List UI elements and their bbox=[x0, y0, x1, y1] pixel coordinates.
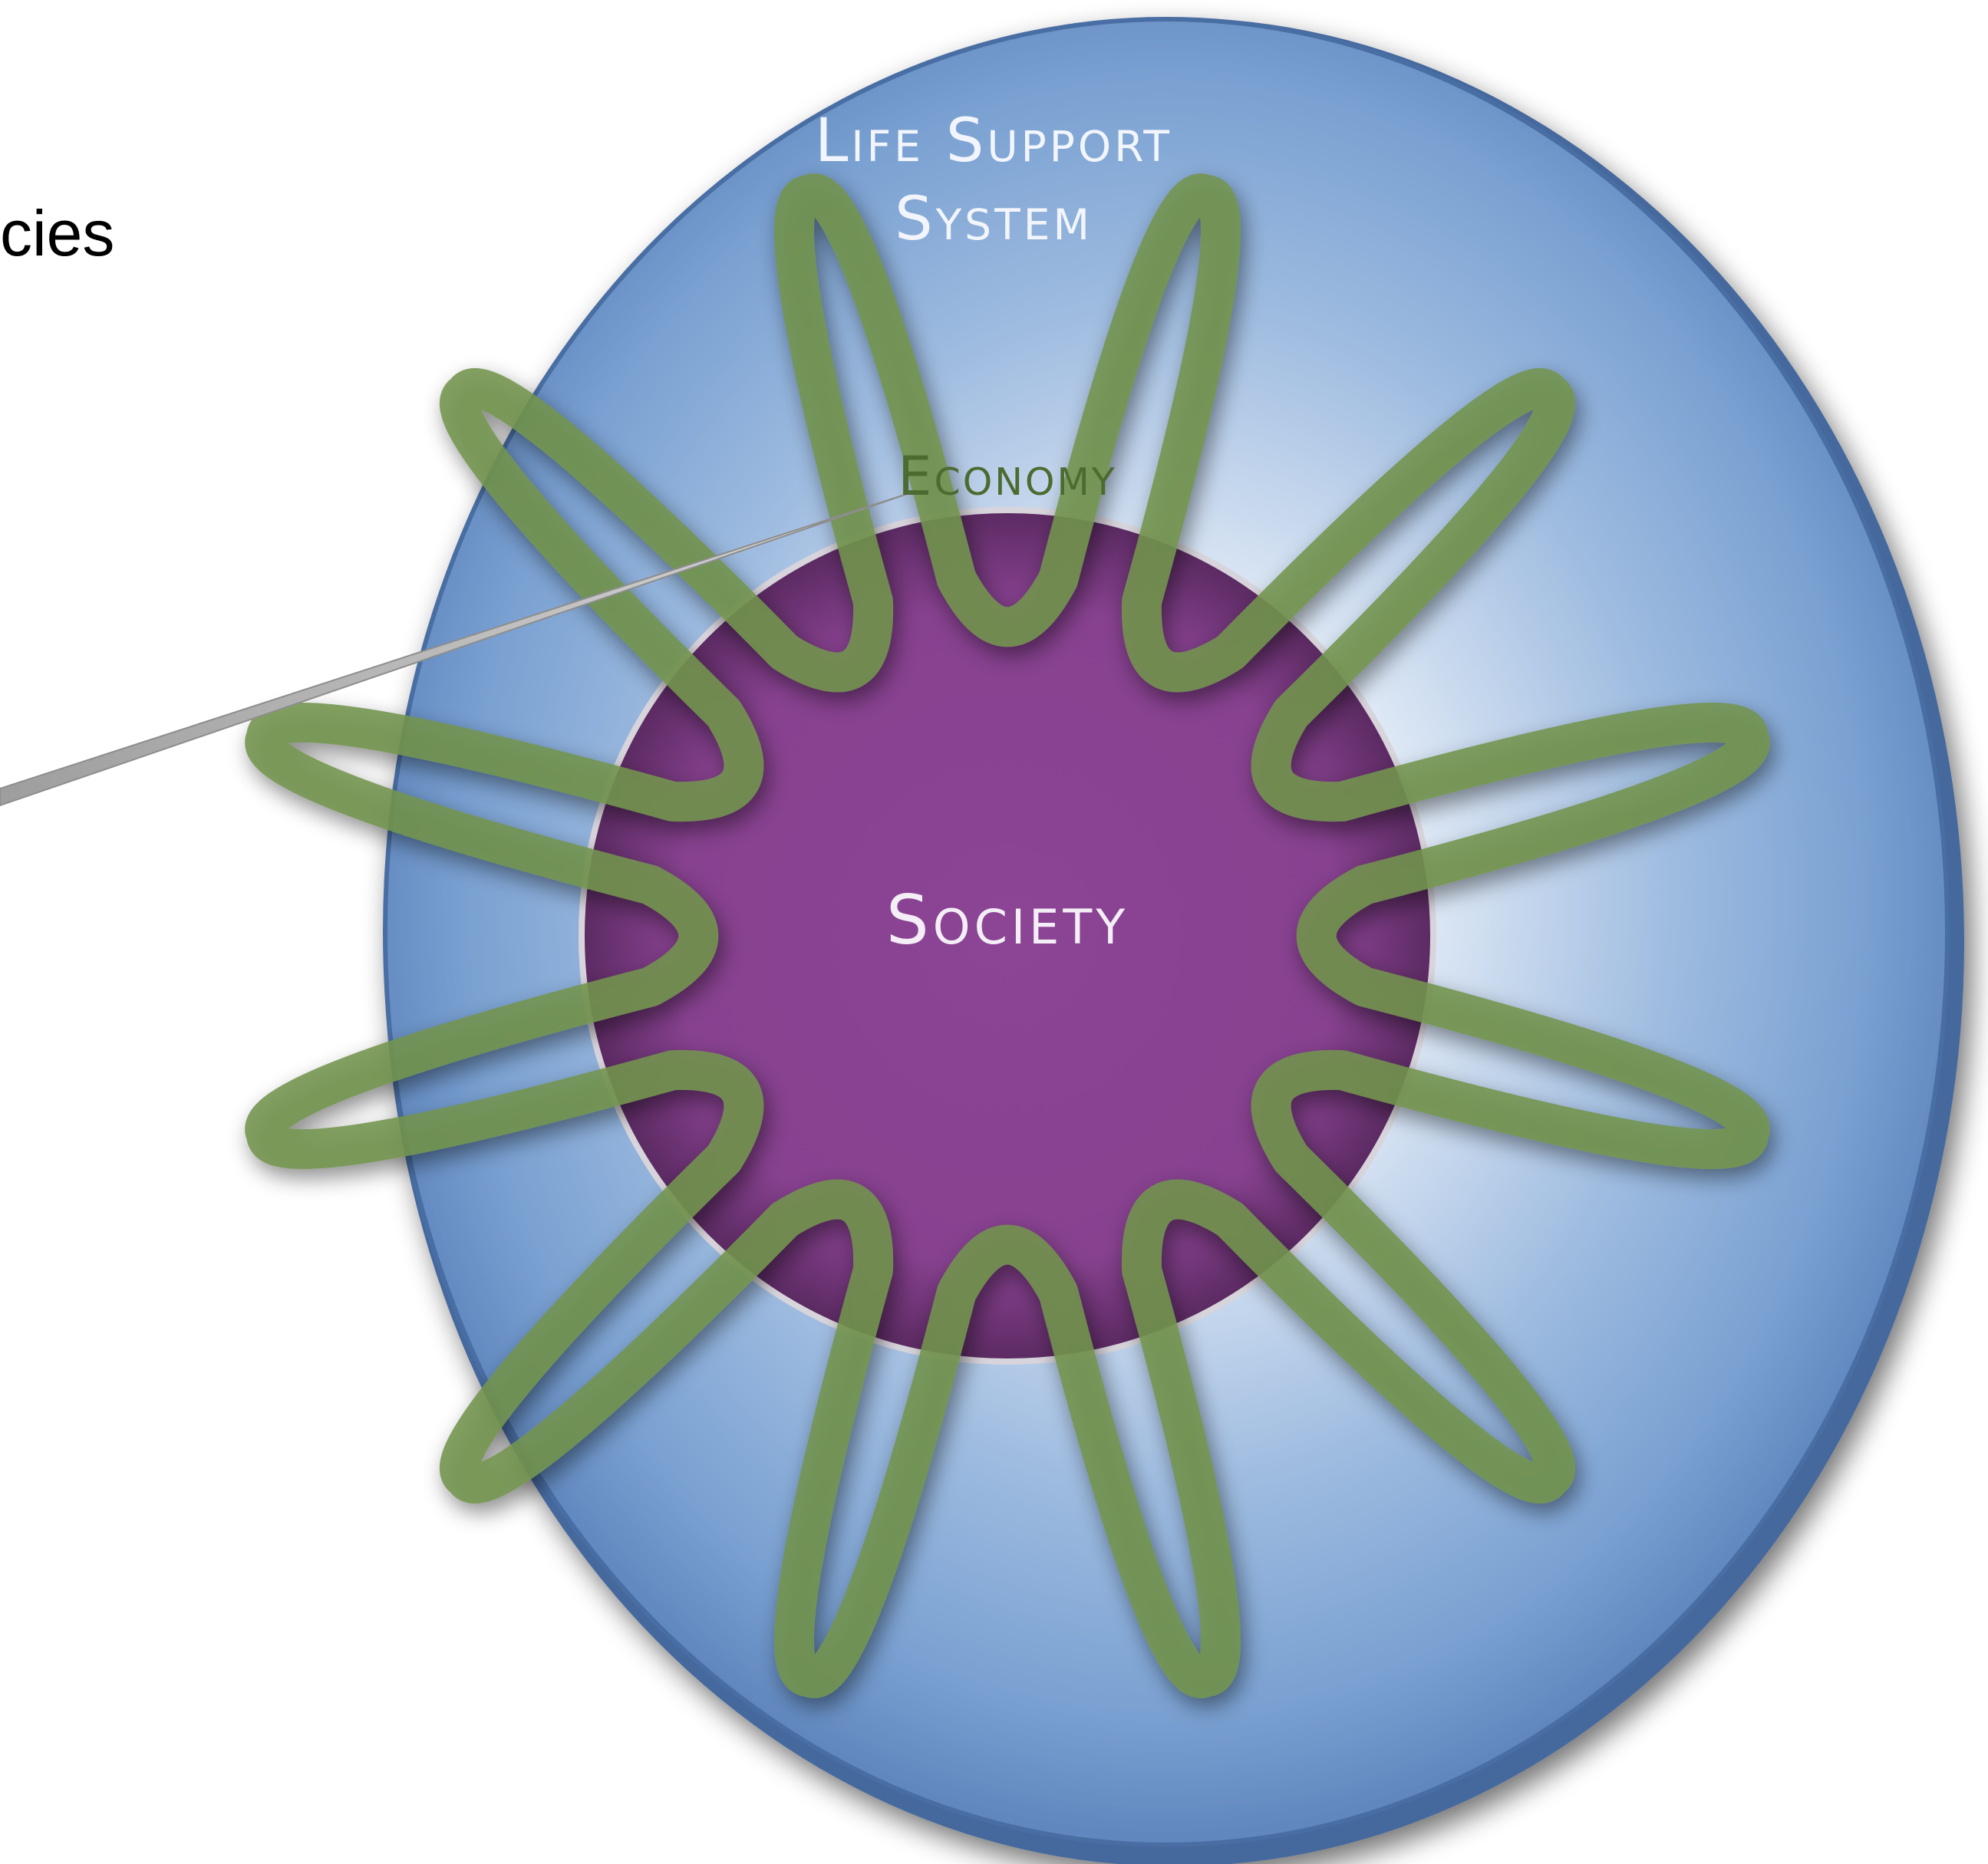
cut-off-text: cies bbox=[0, 197, 115, 269]
life-support-label-line2: System bbox=[895, 185, 1093, 254]
life-support-label-line1: Life Support bbox=[815, 107, 1172, 176]
society-label: Society bbox=[886, 881, 1129, 960]
pointer-line bbox=[0, 492, 910, 807]
economy-loops bbox=[245, 173, 1770, 1698]
economy-label: Economy bbox=[898, 445, 1116, 508]
society-circle bbox=[579, 507, 1436, 1365]
economy-loop-path bbox=[245, 173, 1770, 1698]
